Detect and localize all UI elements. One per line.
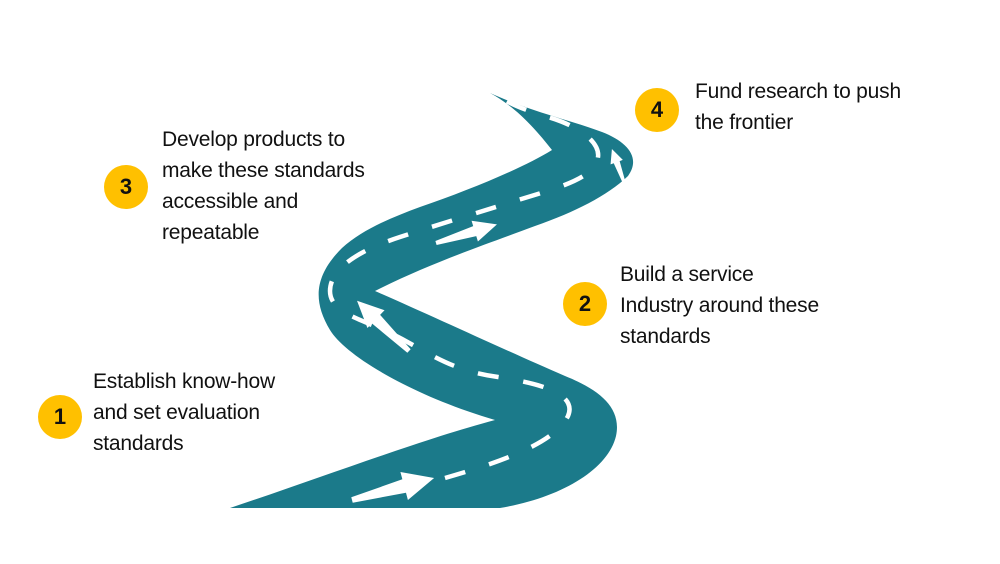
road-arrow-icon: [610, 149, 627, 186]
milestone-4-badge: 4: [635, 88, 679, 132]
road-arrow-icon: [357, 300, 411, 353]
milestone-3-badge: 3: [104, 165, 148, 209]
road-arrows: [351, 149, 627, 503]
road-arrow-icon: [435, 220, 497, 246]
milestone-2-badge: 2: [563, 282, 607, 326]
milestone-4-label: Fund research to push the frontier: [695, 80, 901, 134]
road-arrow-icon: [351, 472, 435, 503]
milestone-3-label: Develop products to make these standards…: [162, 128, 365, 244]
milestone-1-badge: 1: [38, 395, 82, 439]
milestone-1-label: Establish know-how and set evaluation st…: [93, 370, 275, 455]
milestone-2-label: Build a service Industry around these st…: [620, 263, 819, 348]
road-center-dashes: [327, 95, 601, 481]
